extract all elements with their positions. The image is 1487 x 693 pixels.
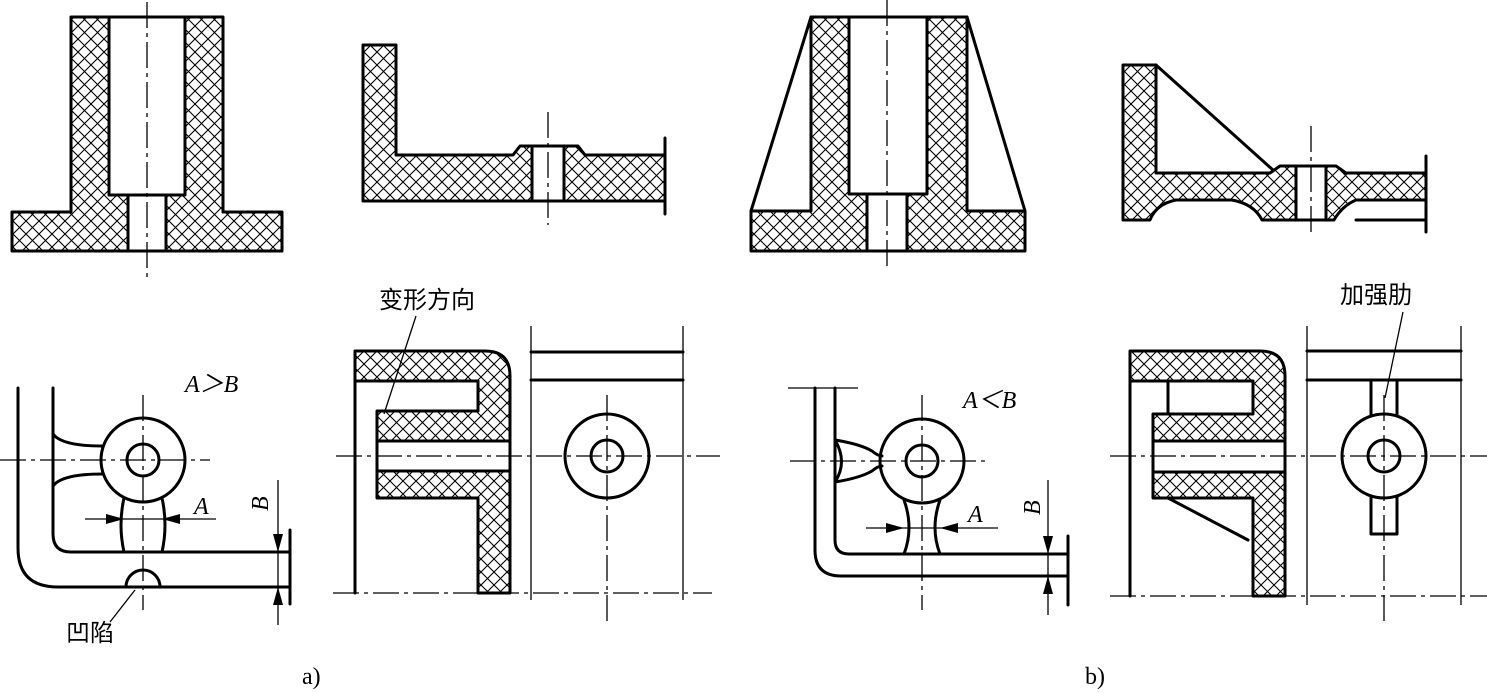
b-rib-section-view — [1110, 311, 1487, 625]
label-deformation-direction: 变形方向 — [379, 286, 475, 314]
label-recess: 凹陷 — [66, 619, 114, 647]
a-flanged-boss-section — [10, 2, 284, 278]
b-gusset-l-wall-section — [1121, 63, 1428, 234]
label-rib: 加强肋 — [1340, 281, 1412, 309]
caption-a: a) — [302, 664, 321, 690]
a-plan-view-recess — [0, 386, 292, 625]
label-dim-b-panel-b: B — [1020, 500, 1046, 515]
caption-b: b) — [1085, 664, 1105, 690]
label-dim-a-panel-a: A — [192, 494, 209, 520]
label-relation-b: A＜B — [961, 388, 1017, 414]
b-plan-view-fillet — [788, 386, 1070, 615]
b-ribbed-boss-section — [749, 0, 1027, 270]
label-relation-a: A＞B — [183, 372, 239, 398]
a-l-wall-section — [361, 43, 667, 225]
label-dim-b-panel-a: B — [248, 496, 274, 511]
a-deformation-section-view — [333, 315, 720, 625]
label-dim-a-panel-b: A — [966, 502, 983, 528]
